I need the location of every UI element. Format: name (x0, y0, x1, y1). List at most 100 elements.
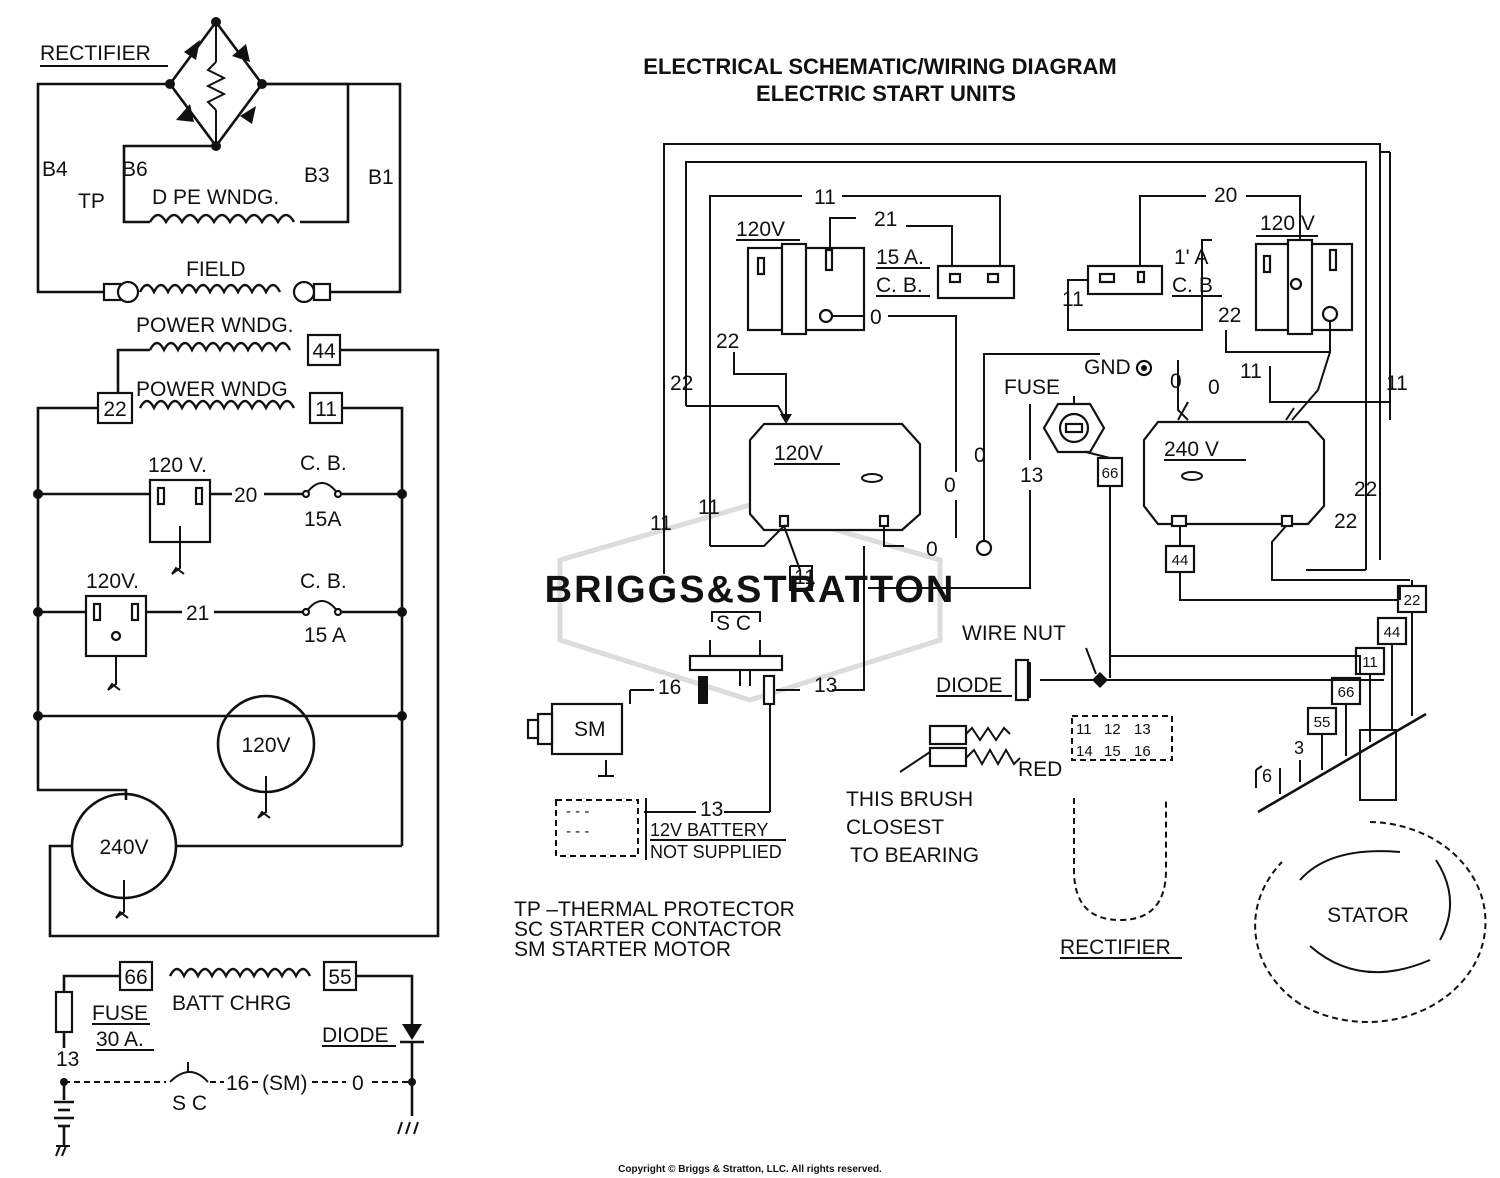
starter-contactor (688, 654, 784, 672)
wire-0-label: 0 (352, 1072, 364, 1095)
left-schematic: RECTIFIER B4 B6 B3 B1 TP D PE WNDG. FIEL… (33, 17, 440, 1157)
wire-0-f-label: 0 (1208, 376, 1220, 399)
batt-terminal-66: 66 (124, 966, 147, 989)
wire-22-a-label: 22 (716, 330, 739, 353)
right-wiring-diagram: 11 11 120V 21 15 A. C. B. 0 0 22 22 11 1… (514, 143, 1487, 1023)
stator-terminal-6: 6 (1262, 766, 1272, 786)
wire-11-e-label: 11 (1386, 372, 1408, 395)
wire-0-d-label: 0 (974, 444, 986, 467)
diode-label-right: DIODE (936, 674, 1003, 697)
wire-20-label: 20 (234, 484, 257, 507)
diode-right (1014, 658, 1030, 702)
stator: STATOR (1254, 821, 1487, 1023)
ground-symbol-diode (397, 1121, 419, 1135)
stator-terminal-22: 22 (1404, 592, 1421, 609)
wire-0-b-label: 0 (944, 474, 956, 497)
brush-note-line1: THIS BRUSH (846, 788, 973, 811)
rectifier-label: RECTIFIER (40, 42, 151, 65)
rectifier-bridge (165, 17, 267, 151)
red-label: RED (1018, 758, 1062, 781)
terminal-11-box (308, 391, 344, 425)
sc-label: S C (716, 612, 751, 635)
wire-11-f-label: 11 (1240, 360, 1262, 383)
wire-11-c-label: 11 (794, 566, 816, 589)
battery-label-line2: NOT SUPPLIED (650, 842, 782, 862)
terminal-b1: B1 (368, 166, 394, 189)
stator-terminal-11: 11 (1362, 654, 1378, 671)
wire-44-to-240 (48, 348, 440, 938)
wire-66-fuse (62, 974, 120, 992)
cb-right-label: C. B (1172, 274, 1213, 297)
starter-motor (550, 702, 624, 756)
rect-term-12: 12 (1104, 721, 1121, 738)
connector-11-center (789, 565, 813, 591)
wire-21-label: 21 (186, 602, 209, 625)
wire-11-b-label: 11 (698, 496, 720, 519)
legend-tp: TP –THERMAL PROTECTOR (514, 898, 795, 921)
brush-assembly (928, 724, 1021, 768)
terminal-22-box (96, 391, 134, 425)
wire-13-label: 13 (1020, 464, 1043, 487)
wire-22-e-label: 22 (1334, 510, 1357, 533)
dpe-winding-label: D PE WNDG. (152, 186, 279, 209)
stator-terminal-3: 3 (1294, 738, 1304, 758)
stator-core (1359, 729, 1397, 801)
rect-term-15: 15 (1104, 743, 1121, 760)
legend-sm: SM STARTER MOTOR (514, 938, 731, 961)
battery-label-line1: 12V BATTERY (650, 820, 768, 840)
fuse-label-right: FUSE (1004, 376, 1060, 399)
terminal-tp: TP (78, 190, 105, 213)
dpe-winding-coil (148, 213, 296, 225)
receptacle-120v-center-label: 120V (774, 442, 823, 465)
cb-a-label: C. B. (300, 452, 347, 475)
terminal-b6: B6 (122, 158, 148, 181)
svg-text:- - -: - - - (566, 823, 589, 840)
wire-13-label: 13 (56, 1048, 79, 1071)
cb-right-rating: 1' A (1174, 246, 1208, 269)
outlet-120v-a-label: 120 V. (148, 454, 207, 477)
diagram-title: ELECTRICAL SCHEMATIC/WIRING DIAGRAM (643, 54, 1116, 79)
outlet-240v-label: 240V (99, 836, 148, 859)
outlet-120v-b-label: 120V. (86, 570, 139, 593)
batt-chrg-label: BATT CHRG (172, 992, 291, 1015)
field-coil (138, 283, 282, 295)
power-winding-2-label: POWER WNDG (136, 378, 288, 401)
wire-nut-label: WIRE NUT (962, 622, 1066, 645)
harness-outer-a (663, 143, 1381, 574)
sm-label: SM (574, 718, 606, 741)
svg-text:- - -: - - - (566, 803, 589, 820)
terminal-66-box (118, 960, 154, 992)
battery-12v (555, 799, 639, 857)
copyright-footer: Copyright © Briggs & Stratton, LLC. All … (618, 1164, 882, 1175)
rect-term-14: 14 (1076, 743, 1093, 760)
stator-terminal-66: 66 (1338, 684, 1355, 701)
connector-44-center-label: 44 (1172, 552, 1189, 569)
cb-a-rating: 15A (304, 508, 341, 531)
outlet-120v-left-label: 120V (736, 218, 785, 241)
wire-11-d-label: 11 (1062, 288, 1084, 311)
wire-0-e-label: 0 (1170, 370, 1182, 393)
briggs-stratton-watermark: BRIGGS&STRATTON (545, 502, 956, 703)
cb-b-label: C. B. (300, 570, 347, 593)
switch-sc-label: S C (172, 1092, 207, 1115)
power-winding-1-coil (148, 341, 292, 353)
wire-11-top-label: 11 (814, 186, 836, 209)
outlet-120v-right-label: 120 V (1260, 212, 1315, 235)
fuse-label: FUSE (92, 1002, 148, 1025)
wire-21-label-right: 21 (874, 208, 897, 231)
wire-b6 (122, 144, 216, 224)
terminal-b3: B3 (304, 164, 330, 187)
wire-b3 (262, 82, 350, 224)
fuse-rating: 30 A. (96, 1028, 144, 1051)
diode-label: DIODE (322, 1024, 389, 1047)
wire-13-b-label: 13 (814, 674, 837, 697)
terminal-44: 44 (312, 340, 336, 363)
stator-connector-terminals: 22 44 11 66 55 3 6 (1255, 584, 1428, 814)
wire-13-c-label: 13 (700, 798, 723, 821)
battery-symbol (54, 1082, 74, 1157)
wire-pw1-left (116, 348, 150, 392)
field-label: FIELD (186, 258, 246, 281)
watermark-text: BRIGGS&STRATTON (545, 569, 956, 611)
terminal-b4: B4 (42, 158, 68, 181)
